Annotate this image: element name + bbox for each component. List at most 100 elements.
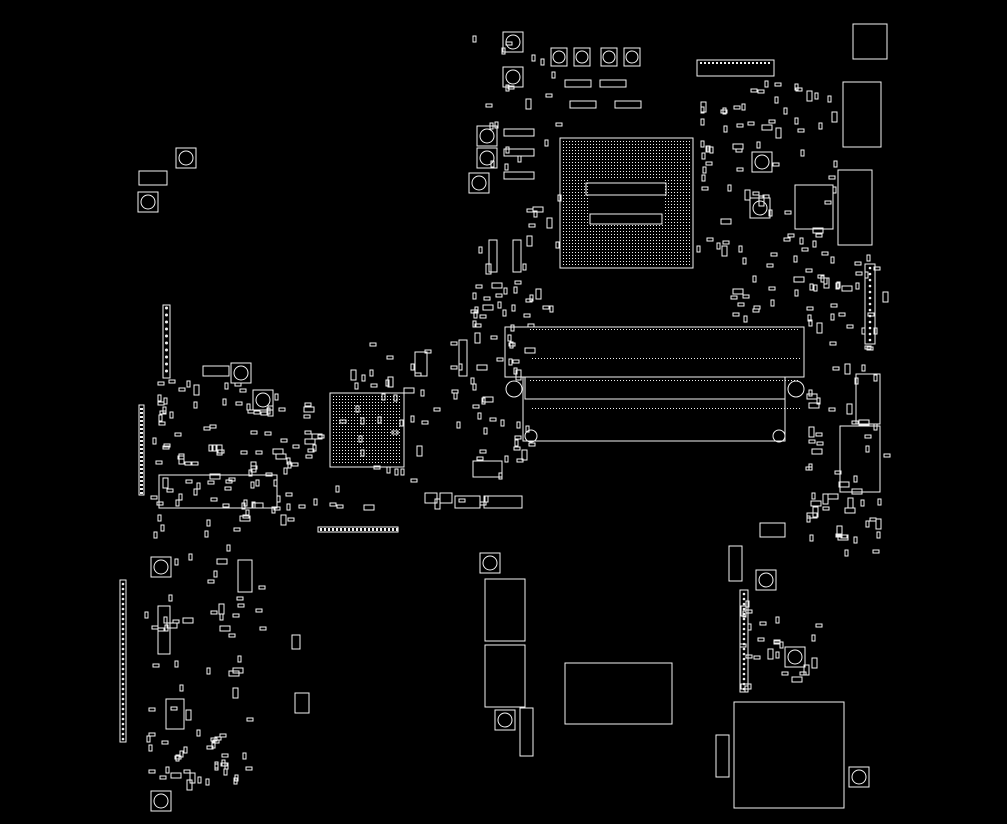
chipset-ball [333,414,334,415]
chipset-ball [381,441,382,442]
cpu-ball [635,246,636,247]
left-long-connector[interactable] [120,580,126,742]
cpu-ball [647,165,648,166]
smd-part [775,97,778,103]
cpu-ball [608,231,609,232]
cpu-ball [632,261,633,262]
cpu-ball [656,156,657,157]
usb-port-lower[interactable] [485,645,525,707]
smd-part [856,283,859,289]
header-pin [121,672,125,676]
bottom-right-chip[interactable] [734,702,844,808]
cpu-ball [566,216,567,217]
cpu-ball [620,174,621,175]
cpu-ball [662,153,663,154]
cpu-ball [680,219,681,220]
chipset-ball [396,429,397,430]
memory-pin [722,329,723,330]
cpu-ball [581,228,582,229]
chipset-package[interactable] [330,393,404,467]
cpu-ball [587,246,588,247]
cpu-ball [572,249,573,250]
smd-part [737,168,743,171]
chipset-ball [333,423,334,424]
io-port-side-header[interactable] [865,264,875,344]
right-chip[interactable] [795,185,833,229]
smd-part [284,468,287,474]
edge-pin [140,480,143,482]
chipset-ball [381,438,382,439]
smd-part [157,502,163,505]
smd-part [510,342,513,348]
cpu-ball [569,192,570,193]
cpu-ball [596,264,597,265]
cpu-ball [605,231,606,232]
smd-part [395,469,398,475]
chipset-ball [378,411,379,412]
memory-pin [727,358,728,359]
cpu-ball [611,168,612,169]
left-vertical-header[interactable] [163,305,170,378]
left-edge-connector[interactable] [139,405,144,495]
usb-port-upper[interactable] [485,579,525,641]
left-chip-2 [166,699,184,729]
cpu-ball [569,186,570,187]
io-port-audio[interactable] [856,374,880,424]
cpu-ball [680,255,681,256]
bottom-vertical-connector[interactable] [520,708,533,756]
memory-pin [671,329,672,330]
chipset-ball [387,396,388,397]
cpu-ball [614,156,615,157]
smd-part [536,289,541,299]
right-side-connector[interactable] [716,735,729,777]
cpu-ball [581,168,582,169]
io-port-vga-2[interactable] [838,170,872,245]
chipset-ball [336,399,337,400]
chipset-ball [348,444,349,445]
smd-part [859,420,869,425]
left-module[interactable] [238,560,252,592]
header-pin [121,637,125,641]
embedded-controller[interactable] [565,663,672,724]
memory-pin [584,380,585,381]
io-port-lan[interactable] [840,426,880,492]
cpu-ball [593,255,594,256]
cpu-ball [614,171,615,172]
memory-pin [638,380,639,381]
cpu-ball [689,153,690,154]
smd-part [234,528,240,531]
io-port-vga-1[interactable] [843,82,881,147]
mid-connector[interactable] [729,546,742,581]
memory-pin [544,358,545,359]
top-header[interactable] [697,60,774,76]
cpu-ball [572,219,573,220]
smd-part [874,267,880,270]
memory-pin [590,380,591,381]
pad-hole [788,650,802,664]
cpu-ball [677,219,678,220]
chipset-ball [381,459,382,460]
memory-pin [706,358,707,359]
cpu-ball [584,252,585,253]
io-port-top[interactable] [853,24,887,59]
cpu-ball [584,240,585,241]
chipset-ball [387,453,388,454]
chipset-ball [396,423,397,424]
cpu-ball [572,198,573,199]
capacitor-body [603,51,615,63]
cpu-ball [569,144,570,145]
cpu-ball [596,147,597,148]
cpu-socket[interactable] [560,138,693,268]
cpu-ball [641,240,642,241]
memory-pin [659,329,660,330]
cpu-ball [650,168,651,169]
memory-pin [715,358,716,359]
cpu-ball [563,180,564,181]
chipset-ball [372,402,373,403]
memory-pin [626,380,627,381]
cpu-ball [569,201,570,202]
left-card-connector[interactable] [159,475,277,508]
right-vertical-connector[interactable] [740,590,748,692]
edge-pin [140,428,143,430]
cpu-ball [608,171,609,172]
